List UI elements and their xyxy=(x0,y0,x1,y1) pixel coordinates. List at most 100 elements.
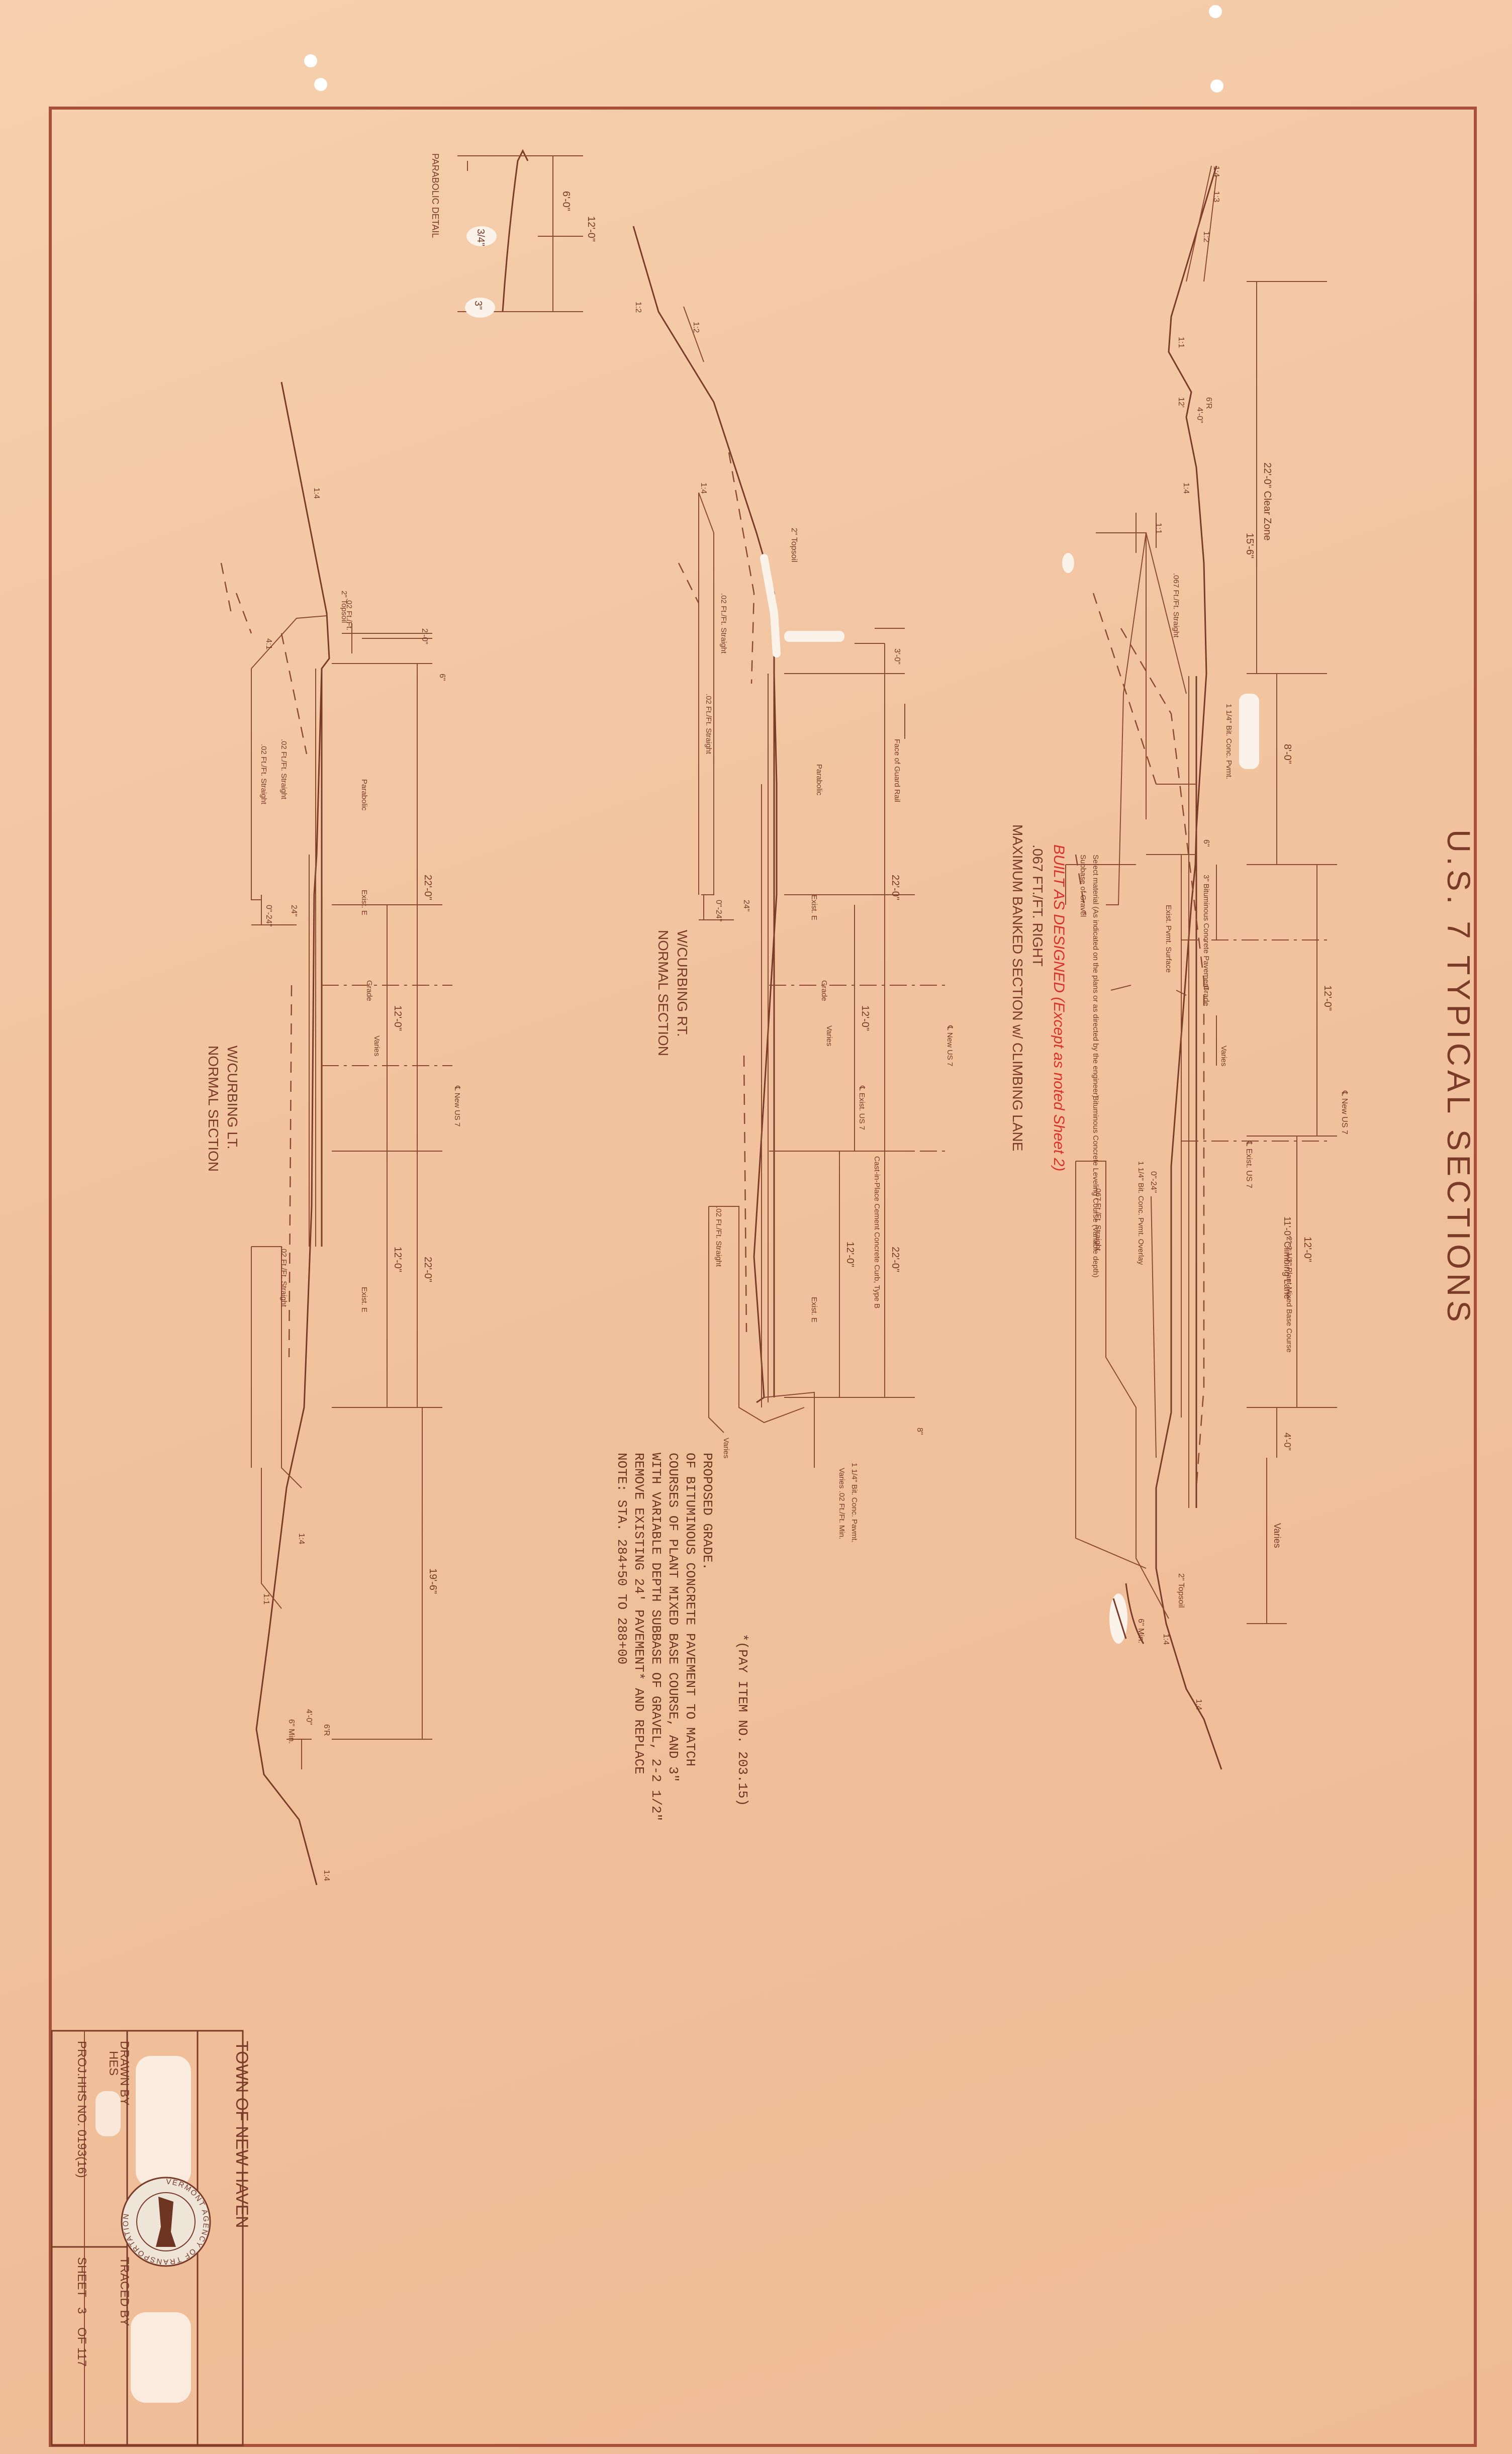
normal-rt-title: NORMAL SECTION xyxy=(655,930,671,1056)
note-line: REMOVE EXISTING 24' PAVEMENT* AND REPLAC… xyxy=(631,1453,646,1774)
dim-label: 6" xyxy=(1202,839,1210,847)
dim-label: 15'-6" xyxy=(1244,533,1255,558)
sheet-border xyxy=(49,107,1477,2447)
dim-label: 24" xyxy=(742,900,750,911)
callout-label: ℄ Exist. US 7 xyxy=(1245,1141,1253,1188)
section-profile xyxy=(1155,165,1222,1770)
town-name: TOWN OF NEW HAVEN xyxy=(232,2041,251,2228)
callout-label: Varies xyxy=(1219,1046,1228,1066)
note-line: PROPOSED GRADE. xyxy=(700,1453,715,1570)
dim-label: 0"-24" xyxy=(714,900,723,921)
note-line: COURSES OF PLANT MIXED BASE COURSE, AND … xyxy=(666,1453,681,1782)
max-banked-subtitle: .067 FT./FT. RIGHT xyxy=(1030,844,1046,967)
slope-label: 2" Topsoil xyxy=(1177,1573,1185,1608)
dim-label: 6" xyxy=(438,674,446,681)
section-normal-lt: .02 Ft./Ft. .02 Ft./Ft. Straight .02 Ft.… xyxy=(220,382,461,1885)
dim-label: 0"-24" xyxy=(1149,1171,1158,1193)
agency-seal: VERMONT AGENCY OF TRANSPORTATION xyxy=(121,2177,211,2267)
dim-label: 3" xyxy=(472,301,484,310)
callout-label: .02 Ft./Ft. Straight xyxy=(714,1206,723,1267)
callout-label: Face of Guard Rail xyxy=(893,739,901,802)
dim-label: Varies xyxy=(1272,1523,1282,1548)
dim-label: 19'-6" xyxy=(427,1568,438,1594)
callout-label: ℄ New US 7 xyxy=(1340,1090,1349,1135)
parabolic-detail-label: PARABOLIC DETAIL xyxy=(430,153,440,238)
section-profile xyxy=(255,382,330,1885)
normal-lt-subtitle: W/CURBING LT. xyxy=(225,1046,240,1149)
dim-label: 12'-0" xyxy=(1322,985,1333,1011)
proj-value: HHS NO. 0193(16) xyxy=(75,2076,88,2178)
note-line: NOTE: STA. 284+50 TO 288+00 xyxy=(614,1453,629,1664)
dim-label: 12'-0" xyxy=(844,1242,856,1267)
callout-label: Exist. E xyxy=(360,890,368,915)
callout-label: ℄ New US 7 xyxy=(946,1025,954,1066)
eraser-mark xyxy=(784,631,844,642)
callout-label: Grade xyxy=(820,980,828,1001)
callout-label: Grade xyxy=(365,980,373,1001)
callout-label: Select material (As indicated on the pla… xyxy=(1091,855,1100,1098)
dim-label: 22'-0" xyxy=(890,875,901,900)
slope-label: 1:4 xyxy=(1212,166,1220,177)
dim-label: 6'R xyxy=(322,1724,331,1736)
dim-label: 12'-0" xyxy=(860,1005,871,1031)
callout-label: Varies xyxy=(372,1035,381,1056)
slope-label: 1:2 xyxy=(692,322,700,333)
callout-label: .02 Ft./Ft. Straight xyxy=(719,593,728,654)
slope-label: 1:4 xyxy=(1162,1634,1170,1645)
dim-label: 4'-0" xyxy=(1282,1433,1292,1451)
section-profile xyxy=(1125,1583,1145,1644)
section-profile xyxy=(1112,1598,1127,1639)
slope-label: 1:4 xyxy=(1194,1699,1203,1710)
dim-label: 12'-0" xyxy=(586,216,597,242)
slope-label: 1:4 xyxy=(1182,483,1190,494)
dim-label: 6'R xyxy=(1204,397,1213,409)
dim-label: 8" xyxy=(915,1428,924,1435)
dim-label: 3'-0" xyxy=(893,648,901,665)
slope-label: 2" Topsoil xyxy=(340,591,348,623)
callout-label: 1 1/4" Bit. Conc. Pavmt. xyxy=(850,1463,859,1543)
callout-label: 3" Bituminous Concrete Pavement xyxy=(1202,875,1210,990)
callout-label: Bituminous Concrete Leveling Course (Var… xyxy=(1091,1096,1100,1278)
normal-rt-subtitle: W/CURBING RT. xyxy=(675,930,690,1037)
note-line: WITH VARIABLE DEPTH SUBBASE OF GRAVEL, 2… xyxy=(648,1453,664,1821)
dim-label: 22'-0" Clear Zone xyxy=(1262,462,1273,540)
dim-label: 12' xyxy=(1177,397,1185,408)
callout-label: Cast-in-Place Cement Concrete Curb, Type… xyxy=(873,1156,881,1308)
callout-label: 1 1/4" Bit. Conc. Pvmt. xyxy=(1224,704,1233,779)
slope-label: 1:1 xyxy=(1154,523,1163,534)
dim-label: 12'-0" xyxy=(392,1247,403,1272)
slope-label: 1:1 xyxy=(1177,337,1185,348)
slope-label: 1:1 xyxy=(262,1593,270,1604)
callout-label: .067 Ft./Ft. Straight xyxy=(1094,1186,1102,1251)
normal-rt-title-group: NORMAL SECTION W/CURBING RT. xyxy=(655,930,690,1056)
slope-label: 4:1 xyxy=(264,638,273,649)
callout-label: Exist. Pvmt. Surface xyxy=(1164,905,1173,973)
callout-label: Varies .02 Ft./Ft. Min. xyxy=(837,1468,846,1539)
dim-label: 11'-0" Climbing Lane xyxy=(1282,1216,1292,1299)
max-banked-title-group: MAXIMUM BANKED SECTION w/ CLIMBING LANE … xyxy=(1010,824,1067,1171)
eraser-mark xyxy=(136,2056,191,2187)
callout-label: Subbase of Gravel xyxy=(1079,855,1087,917)
slope-label: 1:3 xyxy=(1212,191,1220,202)
slope-label: 1:4 xyxy=(322,1870,331,1881)
slope-label: 1:2 xyxy=(1202,231,1210,242)
eraser-mark xyxy=(96,2091,121,2136)
punch-hole xyxy=(304,54,317,67)
parabolic-detail: PARABOLIC DETAIL 6'-0" 12'-0" 3/4" 3" xyxy=(430,149,597,318)
section-profile xyxy=(632,226,778,1403)
callout-label: ℄ New US 7 xyxy=(453,1085,461,1126)
callout-label: .02 Ft./Ft. Straight xyxy=(259,744,268,805)
note-line: *(PAY ITEM NO. 203.15) xyxy=(735,1634,750,1806)
normal-lt-title-group: NORMAL SECTION W/CURBING LT. xyxy=(206,1046,240,1172)
dim-label: 8'-0" xyxy=(1282,744,1293,764)
callout-label: Exist. E xyxy=(360,1287,368,1312)
callout-label: 1 1/4" Bit. Conc. Pvmt. Overlay xyxy=(1137,1161,1145,1265)
dim-label: 22'-0" xyxy=(422,875,433,900)
sheet-label: SHEET xyxy=(75,2257,88,2297)
callout-label: .02 Ft./Ft. Straight xyxy=(279,1247,288,1307)
callout-label: Parabolic xyxy=(815,764,823,796)
callout-label: .02 Ft./Ft. Straight xyxy=(704,694,713,754)
callout-label: Exist. E xyxy=(810,1297,818,1323)
